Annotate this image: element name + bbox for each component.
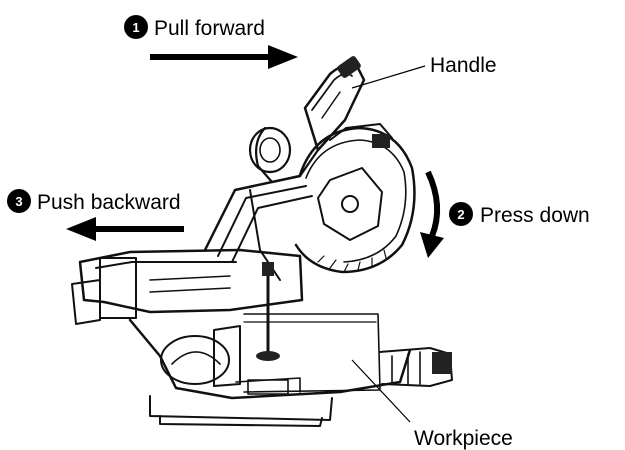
right-extension (379, 347, 453, 387)
curved-arrow-down-icon (420, 170, 444, 258)
arrow-right-icon (150, 45, 298, 69)
step-1-number: 1 (132, 20, 139, 35)
saw-arm (248, 56, 366, 184)
blade-guard (294, 123, 416, 274)
saw-base (71, 248, 412, 427)
step-1-label: Pull forward (154, 17, 265, 40)
step-3-push-backward: 3 Push backward (7, 189, 184, 241)
slide-rails (203, 174, 313, 281)
step-3-label: Push backward (37, 191, 181, 214)
step-2-label: Press down (480, 204, 590, 227)
handle-label: Handle (430, 54, 497, 77)
handle-leader-line (351, 65, 426, 89)
arrow-left-icon (66, 217, 184, 241)
step-3-number: 3 (15, 194, 22, 209)
workpiece-leader-line (351, 359, 411, 423)
step-2-press-down: 2 Press down (420, 170, 590, 258)
step-2-badge (449, 202, 473, 226)
miter-saw-illustration (71, 56, 453, 427)
handle-callout: Handle (351, 54, 497, 89)
step-3-badge (7, 189, 31, 213)
step-1-badge (124, 15, 148, 39)
step-1-pull-forward: 1 Pull forward (124, 15, 298, 69)
workpiece-clamp (256, 262, 280, 361)
step-2-number: 2 (457, 207, 464, 222)
workpiece-label: Workpiece (414, 427, 513, 450)
workpiece-callout: Workpiece (351, 359, 513, 450)
